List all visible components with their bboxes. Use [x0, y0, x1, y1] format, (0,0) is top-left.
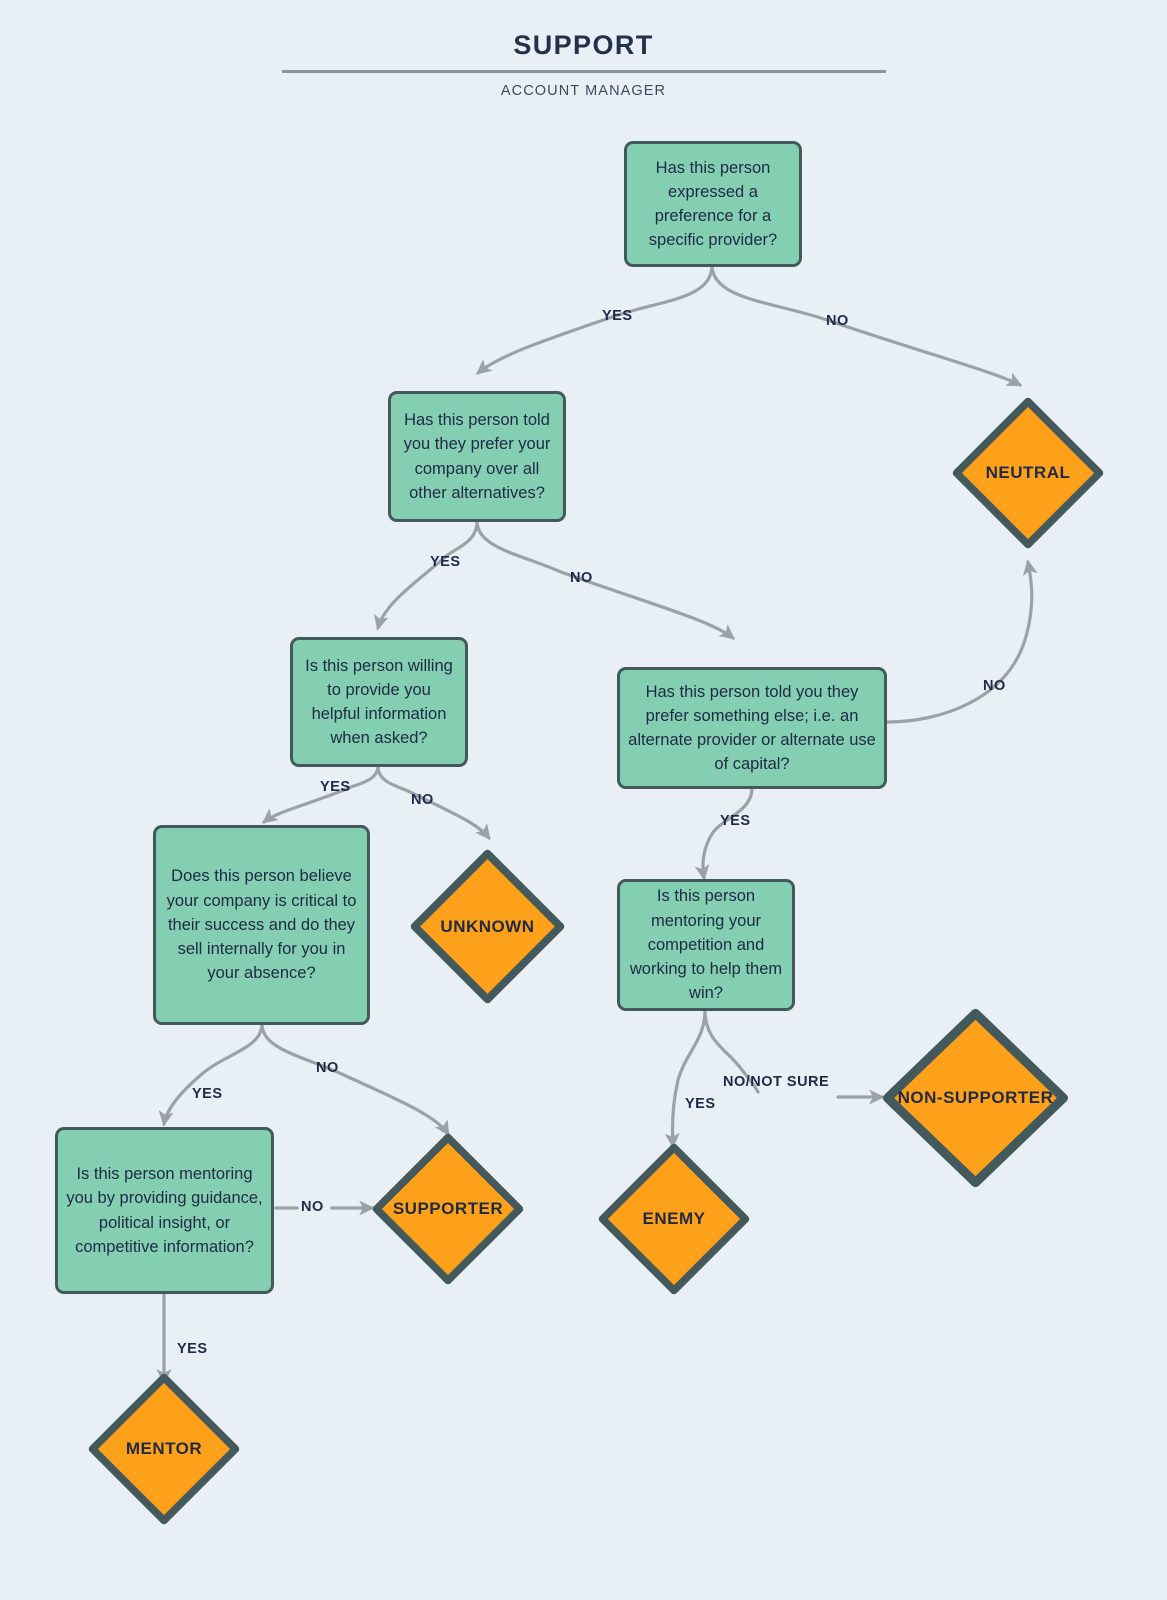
outcome-supporter-label: SUPPORTER [392, 1199, 504, 1218]
node-outcome-neutral[interactable]: NEUTRAL [952, 397, 1104, 549]
outcome-neutral-label: NEUTRAL [985, 463, 1071, 482]
edge-label-q3-no: NO [411, 792, 434, 808]
outcome-mentor-label: MENTOR [125, 1439, 203, 1458]
node-q5-critical-and-sells-internally[interactable]: Does this person believe your company is… [153, 825, 370, 1025]
edge-label-q5-no: NO [316, 1060, 339, 1076]
edge-label-q2-yes: YES [430, 554, 461, 570]
diamond-shape-unknown [410, 849, 565, 1004]
edge-label-q1-no: NO [826, 313, 849, 329]
node-outcome-mentor[interactable]: MENTOR [88, 1373, 240, 1525]
edge-label-q2-no: NO [570, 570, 593, 586]
diamond-shape-enemy [598, 1143, 750, 1295]
node-q2-prefer-your-company[interactable]: Has this person told you they prefer you… [388, 391, 566, 522]
edge-label-q4-no: NO [983, 678, 1006, 694]
node-outcome-supporter[interactable]: SUPPORTER [372, 1133, 524, 1285]
title-divider [281, 70, 886, 73]
node-q6-label: Is this person mentoring your competitio… [629, 887, 783, 1003]
node-outcome-unknown[interactable]: UNKNOWN [410, 849, 565, 1004]
node-outcome-non-supporter[interactable]: NON-SUPPORTER [882, 1008, 1069, 1188]
node-q1-preference[interactable]: Has this person expressed a preference f… [624, 141, 802, 267]
node-q2-label: Has this person told you they prefer you… [403, 411, 551, 502]
diamond-shape-mentor [88, 1373, 240, 1525]
page-header: SUPPORT ACCOUNT MANAGER [0, 0, 1167, 99]
edge-label-q7-no: NO [301, 1199, 324, 1215]
edge-label-q6-yes: YES [685, 1096, 716, 1112]
diamond-shape-neutral [952, 397, 1104, 549]
edge-label-q1-yes: YES [602, 308, 633, 324]
outcome-unknown-label: UNKNOWN [440, 916, 535, 936]
node-q4-prefer-something-else[interactable]: Has this person told you they prefer som… [617, 667, 887, 789]
node-q3-label: Is this person willing to provide you he… [305, 656, 453, 748]
edge-label-q7-yes: YES [177, 1341, 208, 1357]
node-q5-label: Does this person believe your company is… [166, 867, 357, 983]
edge-label-q6-nonotsure: NO/NOT SURE [723, 1074, 830, 1090]
diamond-shape-non-supporter [882, 1008, 1069, 1188]
page-subtitle: ACCOUNT MANAGER [500, 83, 667, 99]
node-q7-label: Is this person mentoring you by providin… [66, 1165, 263, 1256]
outcome-enemy-label: ENEMY [642, 1209, 706, 1228]
node-q7-mentoring-you[interactable]: Is this person mentoring you by providin… [55, 1127, 274, 1294]
outcome-non-supporter-label: NON-SUPPORTER [897, 1088, 1054, 1107]
page-title: SUPPORT [513, 30, 654, 60]
edge-label-q5-yes: YES [192, 1086, 223, 1102]
edge-label-q4-yes: YES [720, 813, 751, 829]
diamond-shape-supporter [372, 1133, 524, 1285]
edge-label-q3-yes: YES [320, 779, 351, 795]
node-q1-label: Has this person expressed a preference f… [648, 158, 778, 250]
node-q4-label: Has this person told you they prefer som… [628, 682, 876, 774]
node-q3-willing-to-provide-info[interactable]: Is this person willing to provide you he… [290, 637, 468, 767]
node-outcome-enemy[interactable]: ENEMY [598, 1143, 750, 1295]
node-q6-mentoring-competition[interactable]: Is this person mentoring your competitio… [617, 879, 795, 1011]
